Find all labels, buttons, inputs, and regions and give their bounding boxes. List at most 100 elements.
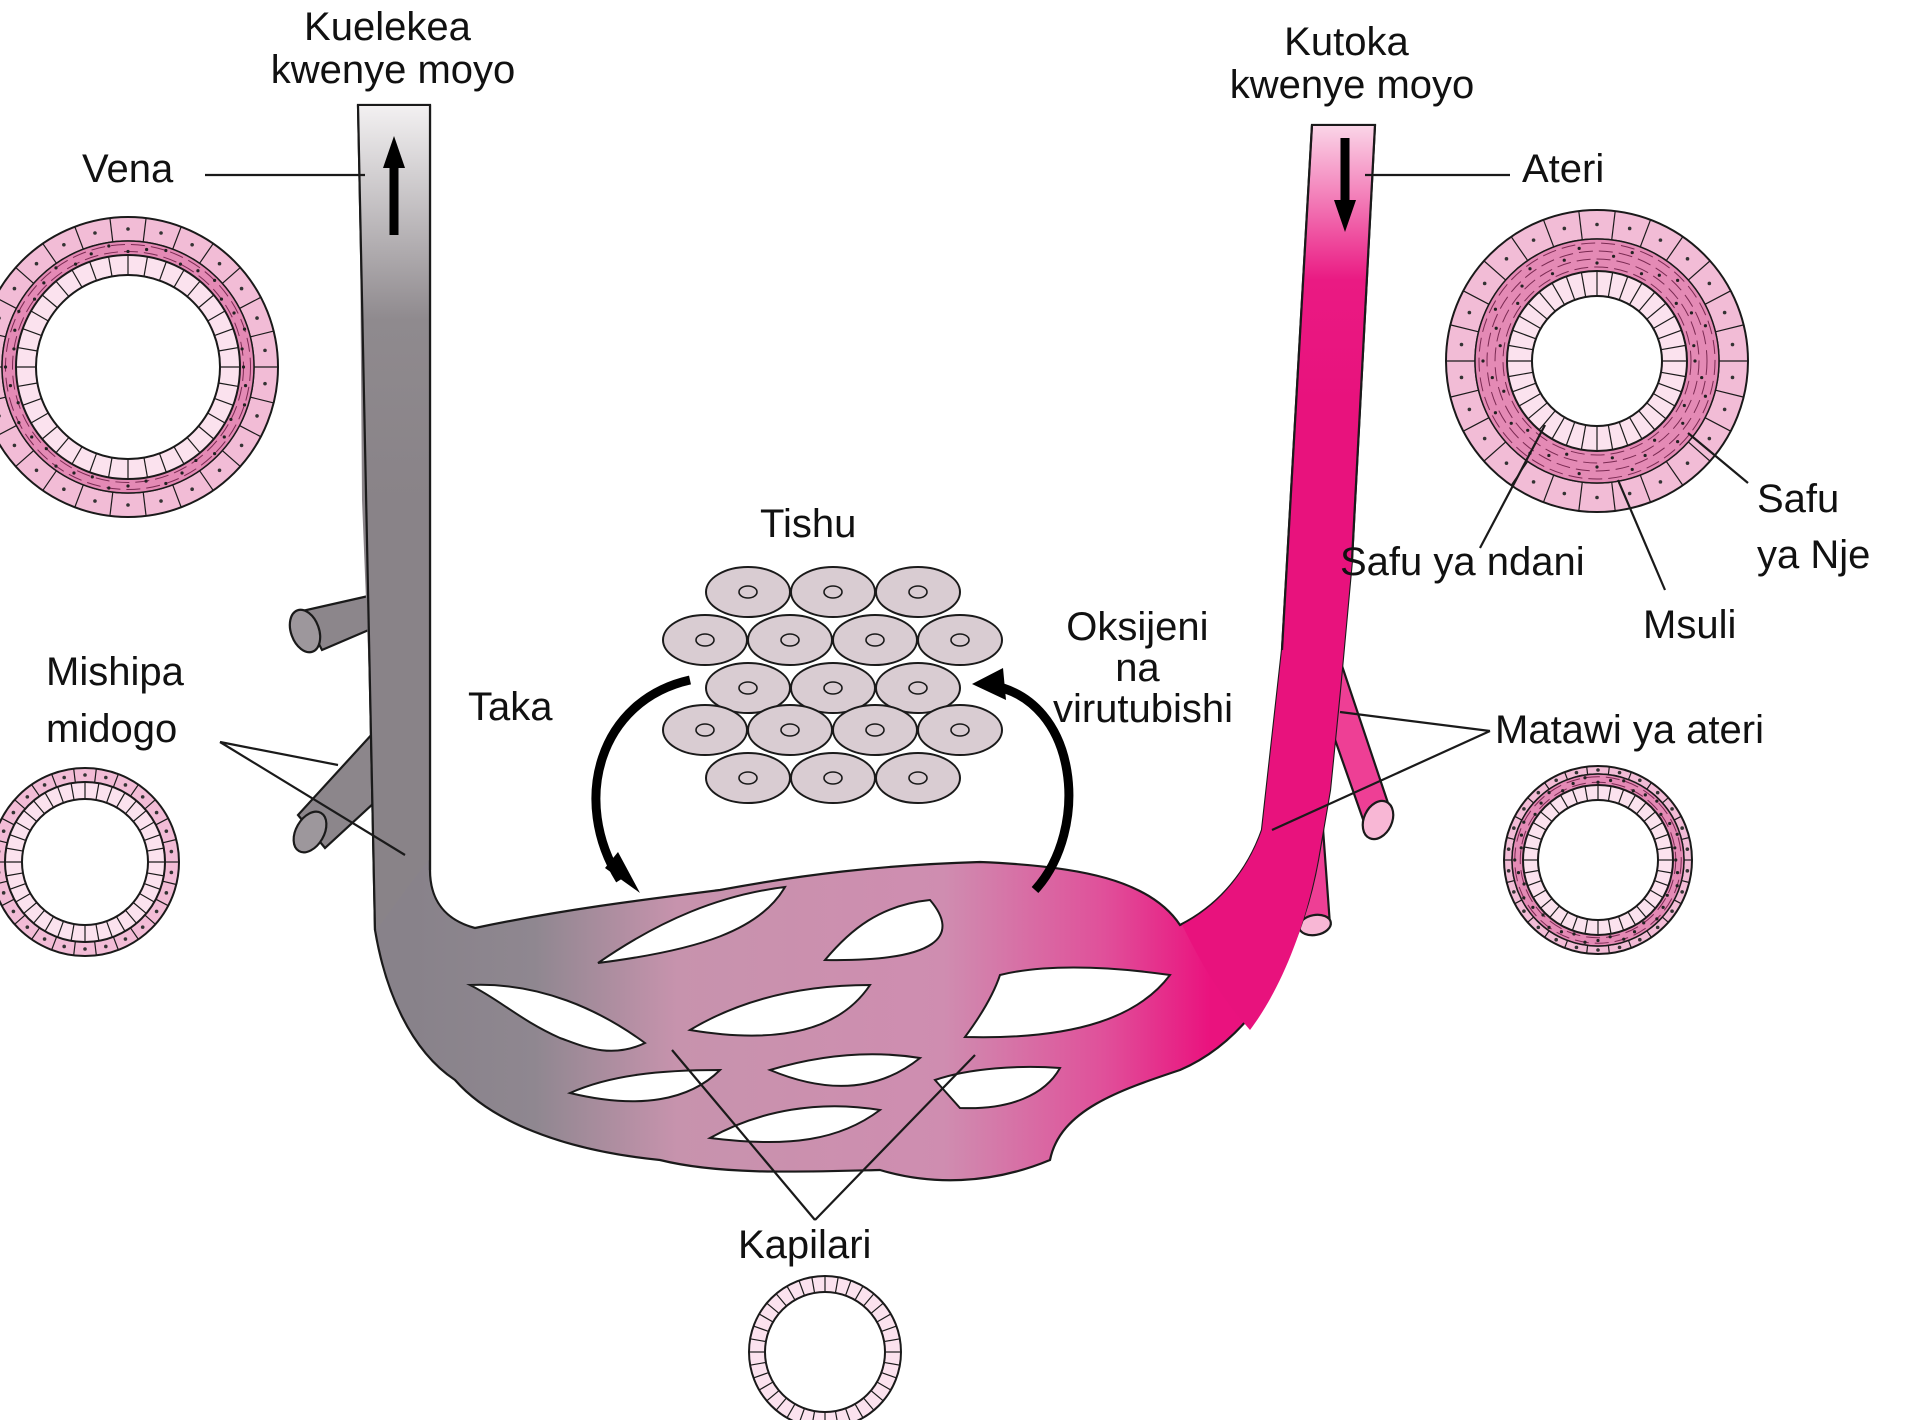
ring-cell-border	[1580, 424, 1587, 450]
ring-cell-border	[105, 920, 113, 938]
ring-cell-border	[158, 453, 167, 473]
ring-cell-border	[766, 1390, 780, 1402]
inner-layer-label: Safu ya ndani	[1340, 540, 1585, 584]
cell-dot	[1596, 948, 1600, 952]
ring-cell-border	[1617, 916, 1625, 931]
ring-cell-border	[834, 1410, 838, 1420]
ring-cell-border	[143, 256, 149, 277]
ring-cell-border	[1544, 930, 1550, 938]
ring-cell-border	[57, 920, 65, 938]
cell-dot	[1685, 257, 1690, 261]
cell-dot	[1531, 238, 1536, 242]
muscle-nucleus	[1661, 905, 1665, 909]
cell-dot	[0, 316, 1, 320]
ring-cell-border	[250, 396, 274, 404]
ring-cell-border	[162, 838, 177, 844]
ring-cell-border	[1542, 219, 1555, 248]
cell-dot	[1680, 826, 1684, 830]
capillary-gap	[706, 1105, 883, 1144]
cell-dot	[25, 795, 30, 799]
ring-cell-border	[1652, 392, 1676, 407]
ring-cell-border	[1628, 416, 1643, 440]
ring-cell-border	[112, 773, 119, 788]
ring-cell-border	[0, 334, 6, 338]
muscle-nucleus	[1583, 940, 1587, 944]
cell-nucleus	[780, 723, 800, 737]
ring-cell-border	[1463, 417, 1490, 432]
vein	[359, 106, 429, 930]
ring-cell-border	[1463, 290, 1490, 305]
capillary-gap	[822, 898, 944, 962]
ring-cell-border	[753, 1325, 769, 1333]
ring-cell-border	[1586, 945, 1589, 954]
ring-cell-border	[881, 1325, 897, 1333]
ring-cell-border	[239, 296, 262, 309]
ring-cell-border	[1540, 898, 1553, 909]
cell-dot	[1506, 847, 1511, 851]
ring-cell-border	[95, 923, 100, 941]
muscle-nucleus	[144, 479, 148, 483]
cell-dot	[1685, 461, 1690, 465]
muscle-nucleus	[1526, 428, 1530, 432]
ring-cell-border	[775, 1293, 787, 1307]
ring-cell-border	[239, 425, 262, 438]
ring-cell-border	[1508, 344, 1534, 351]
muscle-nucleus	[1572, 932, 1576, 936]
tissue-label: Tishu	[760, 502, 856, 546]
ring-cell-border	[1681, 836, 1690, 841]
ring-cell-border	[883, 1338, 900, 1343]
ring-cell-border	[94, 768, 97, 783]
muscle-nucleus	[1522, 820, 1526, 824]
tissue-cell	[790, 752, 876, 804]
ring-cell-border	[1660, 344, 1686, 351]
muscle-nucleus	[1630, 250, 1634, 255]
cell-dot	[263, 381, 267, 386]
ring-cell-border	[1643, 898, 1656, 909]
ring-cell-border	[812, 1410, 816, 1420]
ring-cell-border	[1627, 940, 1632, 949]
cell-nucleus	[823, 771, 843, 785]
ring-cell-border	[1656, 846, 1672, 851]
muscle-nucleus	[1561, 789, 1565, 793]
ring-cell-border	[786, 1403, 796, 1419]
arrowhead	[605, 852, 640, 893]
muscle-nucleus	[1481, 359, 1485, 363]
ring-cell-border	[1673, 815, 1682, 821]
muscle-nucleus	[89, 252, 93, 256]
tissue	[662, 566, 1003, 804]
ring-cell-border	[876, 1313, 892, 1323]
ring-cell-border	[854, 1285, 864, 1301]
ring-cell-border	[55, 437, 70, 454]
ring-cell-border	[1643, 811, 1656, 822]
ring-cell-border	[753, 1371, 769, 1379]
ring-cell-border	[115, 792, 126, 808]
ring-cell-border	[31, 784, 41, 797]
muscle-nucleus	[44, 447, 48, 451]
oxygen-nutrients-label: Oksijeni na virutubishi	[1053, 605, 1233, 731]
ring-cell-border	[1687, 260, 1711, 281]
ring-cell-border	[173, 446, 185, 465]
artery-direction-label: Kutoka kwenye moyo	[1230, 20, 1475, 107]
down-arrow-icon	[1334, 138, 1356, 232]
ring-cell-border	[1559, 794, 1569, 809]
muscle-nucleus	[72, 471, 76, 475]
ring-cell-border	[1571, 916, 1579, 931]
muscle-nucleus	[1516, 870, 1521, 875]
small-vein-cross-section	[0, 767, 180, 957]
muscle-nucleus	[1692, 344, 1696, 348]
ring-cell-border	[1704, 290, 1731, 305]
cell-dot	[239, 286, 244, 291]
ring-cell-border	[155, 898, 169, 907]
ring-cell-border	[23, 902, 38, 914]
ring-cell-border	[1518, 315, 1542, 330]
ring-cell-border	[139, 892, 155, 903]
muscle-nucleus	[1595, 261, 1599, 265]
tissue-cell	[917, 614, 1003, 666]
cell-dot	[1638, 937, 1642, 942]
cell-nucleus	[865, 723, 885, 737]
muscle-nucleus	[1493, 307, 1498, 311]
ring-cell-border	[1527, 916, 1535, 923]
capillaries-label: Kapilari	[738, 1223, 871, 1267]
cell-dot	[1562, 226, 1567, 231]
ring-cell-border	[1646, 930, 1652, 938]
